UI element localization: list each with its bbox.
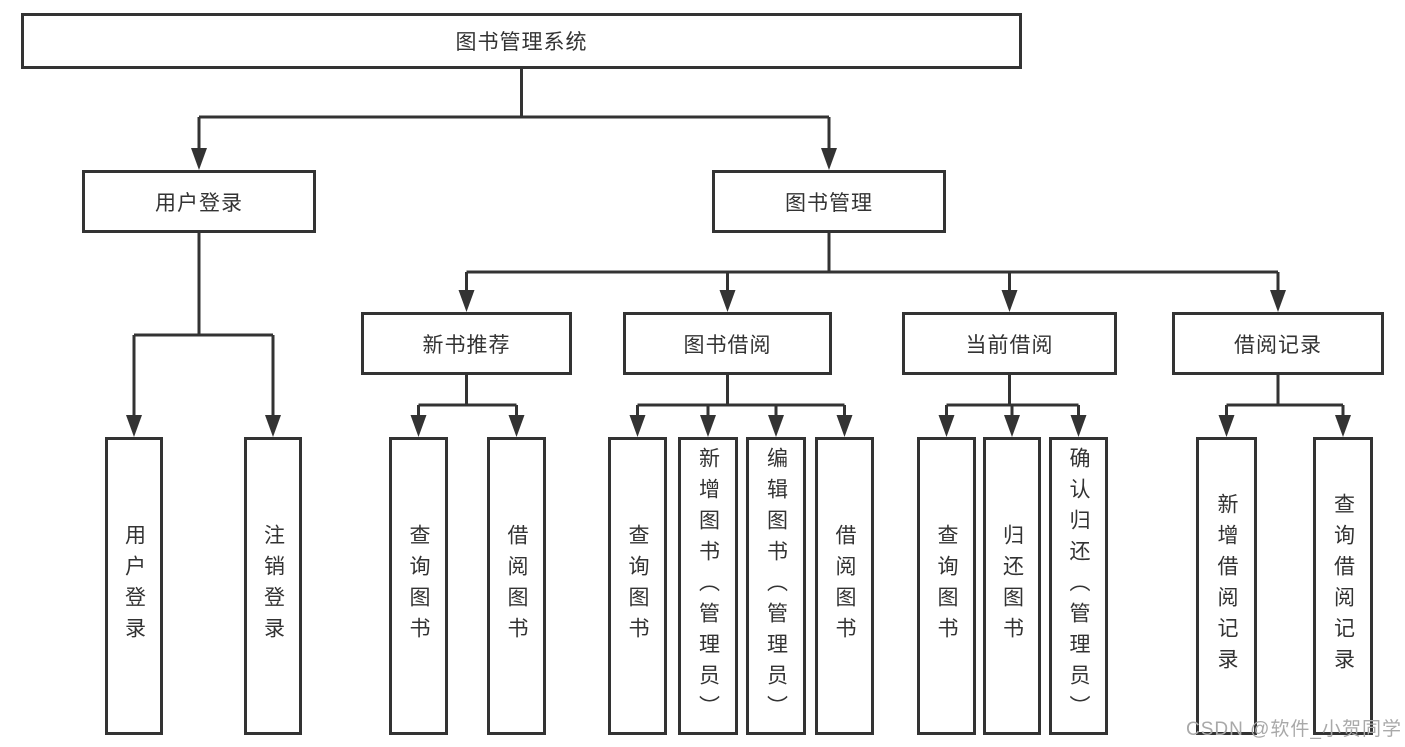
csdn-watermark: CSDN @软件_小贺同学 (1186, 719, 1402, 740)
node-book-mgmt-label: 图书管理 (785, 191, 873, 215)
connector-new-book-rec-split (417, 375, 518, 420)
leaf-cb-query-books-label: 查询图书 (935, 524, 958, 648)
connector-book-mgmt-split (465, 233, 1280, 293)
leaf-cb-confirm-return-admin-label: 确认归还（管理员） (1067, 446, 1090, 726)
node-book-borrow: 图书借阅 (623, 312, 832, 375)
leaf-bb-borrow-books-label: 借阅图书 (833, 524, 856, 648)
leaf-user-login-label: 用户登录 (122, 524, 146, 648)
leaf-nbr-query-books: 查询图书 (389, 437, 448, 735)
node-book-borrow-label: 图书借阅 (683, 333, 772, 357)
node-root: 图书管理系统 (21, 13, 1022, 69)
node-new-book-rec-label: 新书推荐 (422, 333, 511, 357)
node-user-login: 用户登录 (82, 170, 316, 233)
leaf-br-query-record: 查询借阅记录 (1313, 437, 1373, 735)
leaf-bb-query-books-label: 查询图书 (626, 524, 649, 648)
leaf-nbr-borrow-books-label: 借阅图书 (505, 524, 528, 648)
node-current-borrow-label: 当前借阅 (965, 333, 1054, 357)
leaf-br-query-record-label: 查询借阅记录 (1331, 493, 1355, 679)
leaf-cb-return-books-label: 归还图书 (1000, 524, 1024, 648)
leaf-bb-query-books: 查询图书 (608, 437, 667, 735)
node-current-borrow: 当前借阅 (902, 312, 1117, 375)
node-book-mgmt: 图书管理 (712, 170, 946, 233)
leaf-logout-label: 注销登录 (261, 524, 285, 648)
node-user-login-label: 用户登录 (155, 191, 243, 215)
connector-current-borrow-split (945, 375, 1080, 420)
leaf-br-add-record: 新增借阅记录 (1196, 437, 1257, 735)
leaf-bb-borrow-books: 借阅图书 (815, 437, 874, 735)
leaf-cb-query-books: 查询图书 (917, 437, 976, 735)
leaf-bb-edit-books-admin: 编辑图书（管理员） (746, 437, 806, 735)
leaf-user-login: 用户登录 (105, 437, 163, 735)
connector-root-split (197, 69, 831, 150)
arrowheads (126, 148, 1351, 437)
leaf-logout: 注销登录 (244, 437, 302, 735)
node-borrow-records-label: 借阅记录 (1234, 333, 1322, 357)
leaf-nbr-query-books-label: 查询图书 (407, 524, 430, 648)
leaf-bb-add-books-admin: 新增图书（管理员） (678, 437, 738, 735)
leaf-bb-edit-books-admin-label: 编辑图书（管理员） (764, 446, 788, 726)
node-root-label: 图书管理系统 (455, 31, 588, 54)
leaf-cb-confirm-return-admin: 确认归还（管理员） (1049, 437, 1108, 735)
connector-book-borrow-split (636, 375, 846, 420)
leaf-bb-add-books-admin-label: 新增图书（管理员） (696, 446, 720, 726)
node-borrow-records: 借阅记录 (1172, 312, 1384, 375)
leaf-nbr-borrow-books: 借阅图书 (487, 437, 546, 735)
leaf-cb-return-books: 归还图书 (983, 437, 1041, 735)
connector-borrow-records-split (1225, 375, 1345, 420)
connector-user-login-split (132, 233, 275, 418)
leaf-br-add-record-label: 新增借阅记录 (1215, 493, 1238, 679)
node-new-book-rec: 新书推荐 (361, 312, 572, 375)
